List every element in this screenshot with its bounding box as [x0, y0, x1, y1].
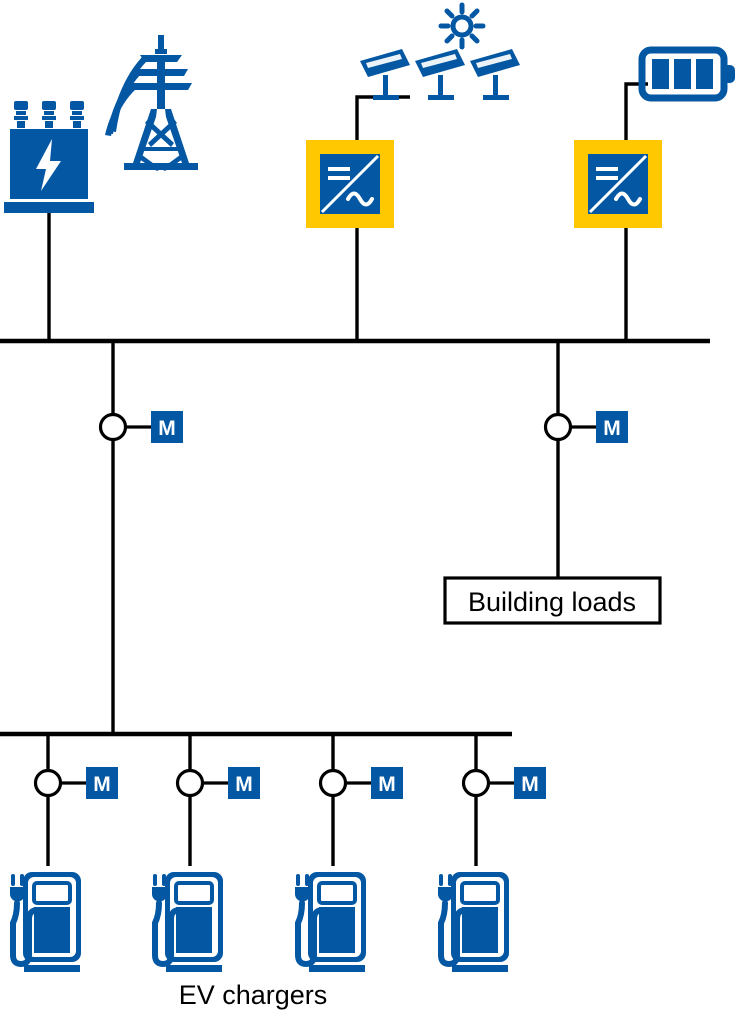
building-loads-rect[interactable]: [443, 576, 662, 625]
meter-ev-2[interactable]: M: [175, 765, 262, 801]
link-pv-array-to-inverter: [355, 95, 410, 140]
transmission-tower-icon[interactable]: [105, 35, 198, 171]
ev-charger-icon-1[interactable]: [10, 872, 81, 972]
feeders: [111, 341, 560, 734]
ev-charger-icon-4[interactable]: [438, 872, 509, 972]
meter-ev-1[interactable]: M: [33, 765, 120, 801]
building-loads-label: Building loads: [468, 587, 636, 617]
meter-ev-3[interactable]: M: [318, 765, 405, 801]
ev-chargers-label: EV chargers: [179, 980, 328, 1010]
pv-source-group[interactable]: [304, 5, 520, 230]
sun-icon: [441, 5, 483, 47]
battery-inverter-icon[interactable]: [572, 138, 664, 230]
ev-charger-icon-3[interactable]: [295, 872, 366, 972]
meter-main-feeder[interactable]: M: [98, 409, 185, 445]
battery-source-group[interactable]: [572, 50, 735, 230]
meter-ev-4-label: M: [521, 773, 539, 796]
pv-inverter-icon[interactable]: [304, 138, 396, 230]
building-loads-box[interactable]: Building loads: [443, 576, 662, 625]
meter-ev-1-label: M: [93, 773, 111, 796]
meter-ev-2-label: M: [235, 773, 253, 796]
meter-building[interactable]: M: [543, 409, 630, 445]
meter-building-label: M: [603, 417, 621, 440]
ev-branch-conductors: [46, 734, 478, 866]
meter-ev-3-label: M: [378, 773, 396, 796]
solar-panel-icon[interactable]: [360, 49, 520, 100]
ev-charger-icon-2[interactable]: [152, 872, 223, 972]
meter-main-feeder-label: M: [158, 417, 176, 440]
battery-icon[interactable]: [642, 50, 735, 98]
conductors: [47, 82, 648, 341]
grid-source-group[interactable]: [4, 35, 198, 213]
meter-ev-4[interactable]: M: [461, 765, 548, 801]
transformer-icon[interactable]: [4, 101, 94, 213]
